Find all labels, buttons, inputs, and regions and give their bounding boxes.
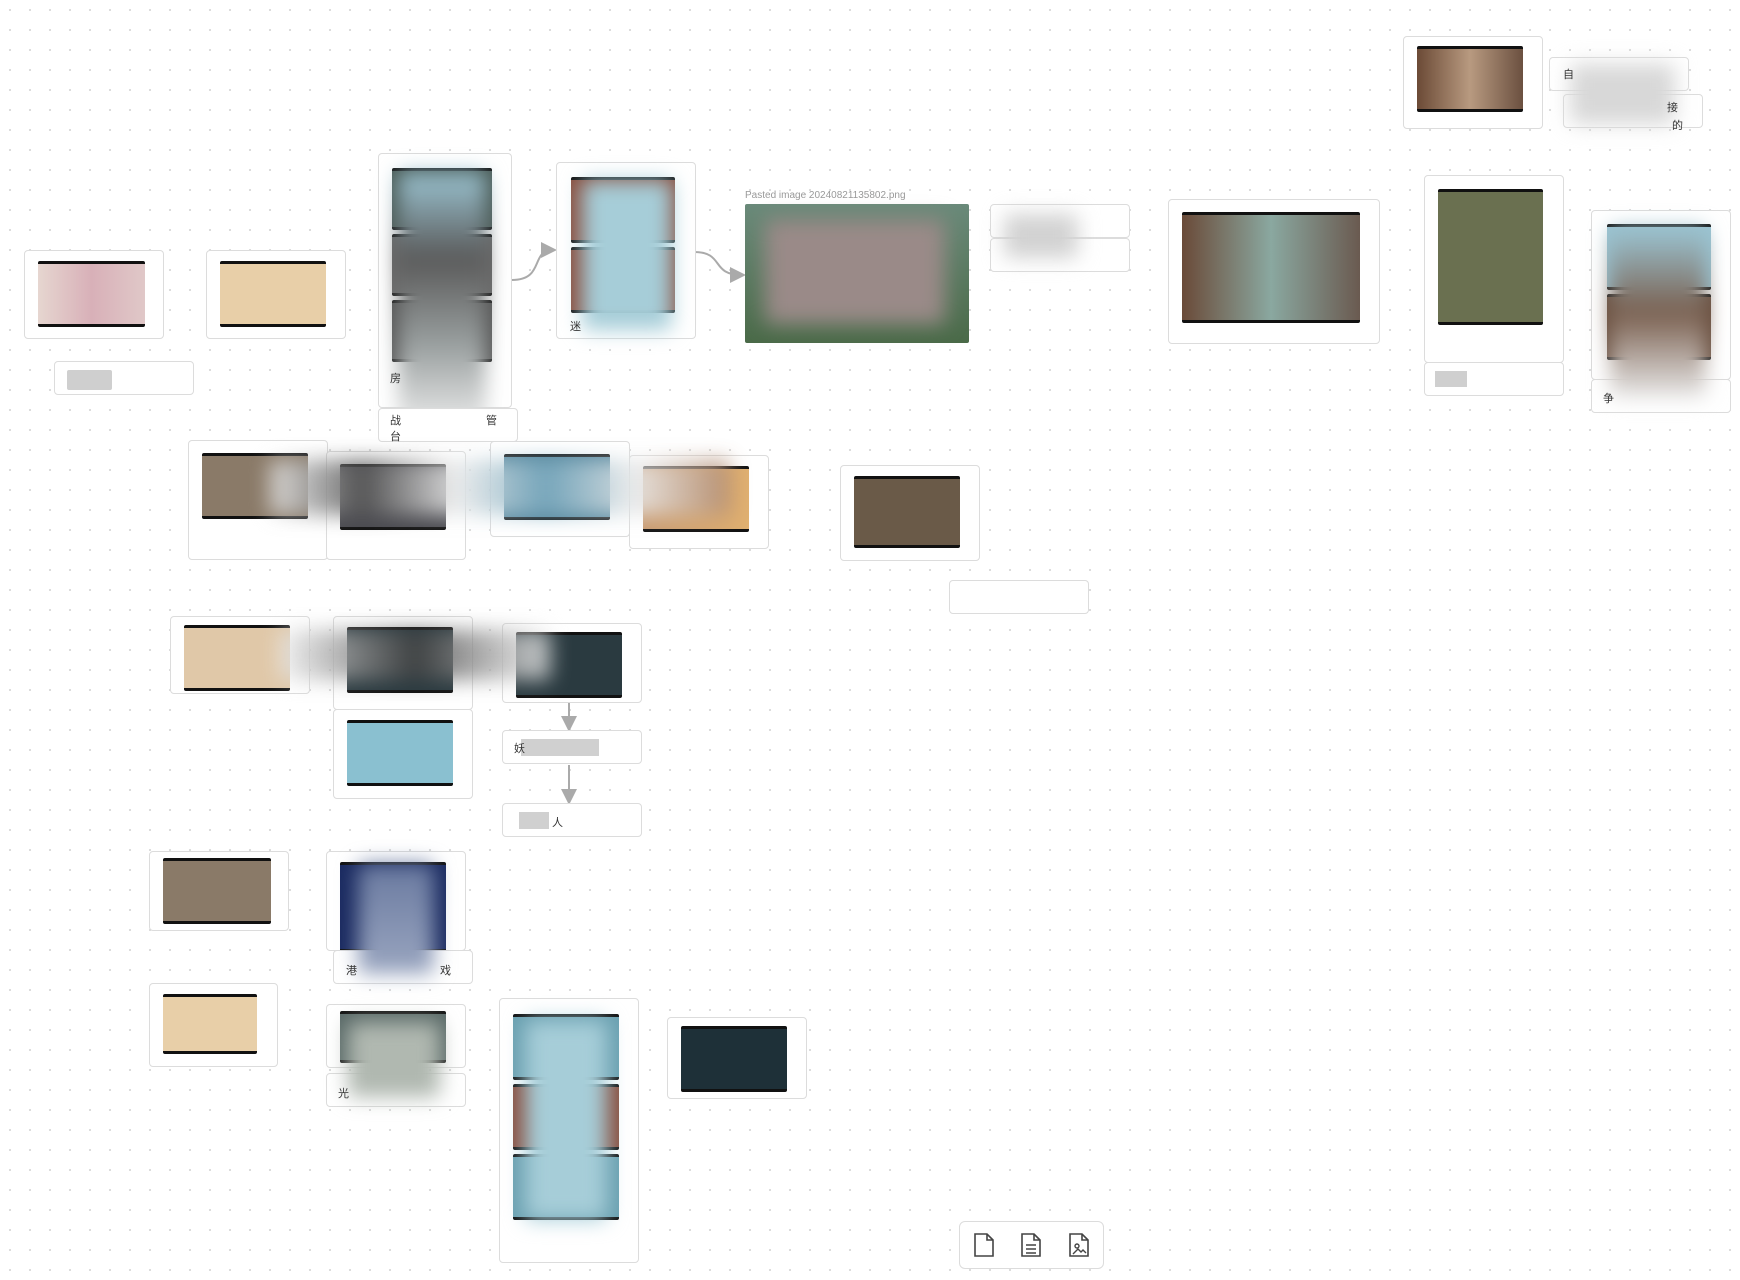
card-label: 妖 (514, 743, 525, 755)
card-label: 战 (390, 415, 401, 427)
edge-connector (511, 242, 557, 281)
card-label: 港 (346, 965, 357, 977)
text-card[interactable] (949, 580, 1089, 614)
media-card[interactable] (24, 250, 164, 339)
card-label: 房 (390, 373, 401, 385)
media-card[interactable] (840, 465, 980, 561)
card-label: 争 (1603, 393, 1614, 405)
media-card[interactable] (206, 250, 346, 339)
media-card[interactable] (1403, 36, 1543, 129)
media-card[interactable] (1168, 199, 1380, 344)
image-thumbnail (347, 720, 453, 786)
canvas-toolbar (959, 1221, 1104, 1269)
image-thumbnail (1438, 189, 1543, 325)
media-card[interactable] (149, 851, 289, 931)
text-card[interactable] (54, 361, 194, 395)
edge-connector (693, 251, 746, 283)
image-thumbnail (220, 261, 326, 327)
media-card[interactable] (1424, 175, 1564, 363)
image-thumbnail (163, 994, 257, 1054)
new-note-icon[interactable] (968, 1229, 1000, 1261)
text-card[interactable] (378, 408, 518, 442)
card-label: 自 (1563, 69, 1574, 81)
pasted-image[interactable] (745, 204, 969, 343)
card-label: 接 (1667, 102, 1678, 114)
image-thumbnail (163, 858, 271, 924)
media-card[interactable] (333, 709, 473, 799)
image-thumbnail (854, 476, 960, 548)
card-label: 台 (390, 431, 401, 443)
media-card[interactable] (667, 1017, 807, 1099)
new-document-icon[interactable] (1015, 1229, 1047, 1261)
card-label: 人 (552, 817, 563, 829)
add-media-icon[interactable] (1063, 1229, 1095, 1261)
card-label: 光 (338, 1088, 349, 1100)
text-card[interactable] (502, 730, 642, 764)
image-thumbnail (38, 261, 145, 327)
image-thumbnail (184, 625, 290, 691)
image-thumbnail (681, 1026, 787, 1092)
image-thumbnail (1182, 212, 1360, 323)
image-filename: Pasted image 20240821135802.png (745, 190, 906, 201)
text-card[interactable] (1424, 362, 1564, 396)
card-label: 迷 (570, 321, 581, 333)
image-thumbnail (1417, 46, 1523, 112)
card-label: 的 (1672, 120, 1683, 132)
card-label: 戏 (440, 965, 451, 977)
card-label: 管 (486, 415, 497, 427)
text-card[interactable] (502, 803, 642, 837)
media-card[interactable] (149, 983, 278, 1067)
